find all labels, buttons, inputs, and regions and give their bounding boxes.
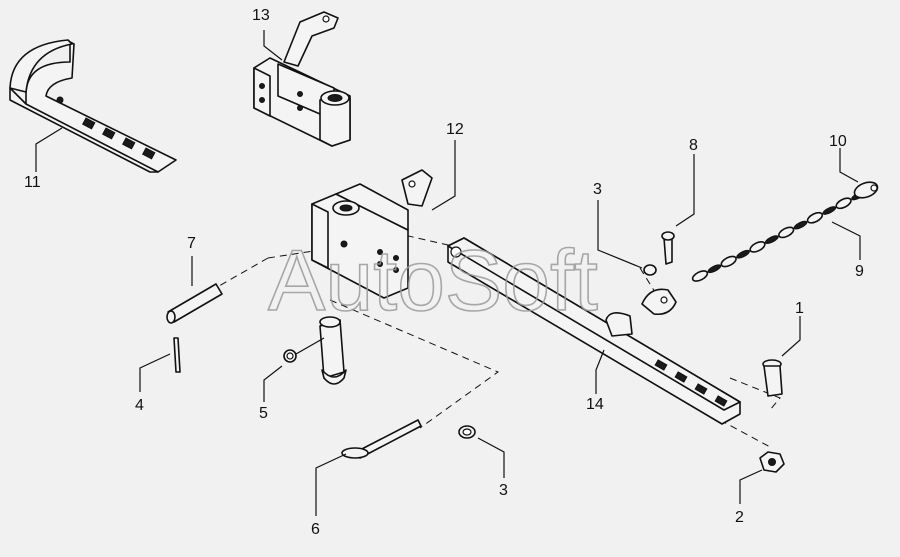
- callout-4: 4: [135, 397, 144, 414]
- part-1-bolt: [762, 359, 783, 397]
- chain-link: [749, 241, 766, 253]
- part-8-clevis-pin: [661, 231, 675, 265]
- callout-5: 5: [259, 405, 268, 422]
- callout-3-lower: 3: [499, 482, 508, 499]
- leader-lines: [35, 30, 861, 516]
- part-9-chain: [691, 191, 865, 282]
- callout-14: 14: [586, 396, 604, 413]
- callout-1: 1: [795, 300, 804, 317]
- callout-11: 11: [24, 174, 41, 191]
- part-7-pin: [166, 283, 223, 324]
- watermark-text: AutoSoft: [268, 233, 598, 329]
- chain-link: [707, 264, 722, 274]
- part-10-chain-hook: [853, 181, 879, 199]
- callout-7: 7: [187, 235, 196, 252]
- callout-9: 9: [855, 263, 864, 280]
- chain-link: [764, 235, 779, 244]
- callout-8: 8: [689, 137, 698, 154]
- part-11-hook-bar: [9, 39, 177, 173]
- callout-10: 10: [829, 133, 847, 150]
- part-14-drawbar: [447, 237, 741, 425]
- callout-3-upper: 3: [593, 181, 602, 198]
- part-3-snap-ring-lower: [458, 425, 476, 439]
- chain-link: [793, 220, 808, 230]
- part-5-drawbar-pin: [283, 316, 347, 385]
- part-3-ring-upper: [643, 264, 657, 276]
- chain-link: [806, 211, 824, 224]
- part-13-hitch-bracket: [253, 11, 351, 147]
- callout-2: 2: [735, 509, 744, 526]
- part-2-nut: [759, 451, 785, 473]
- chain-link: [778, 226, 795, 239]
- chain-link: [720, 255, 737, 268]
- callout-13: 13: [252, 7, 270, 24]
- chain-link: [822, 206, 837, 215]
- shackle: [641, 288, 677, 316]
- part-12-drawbar-frame: [311, 169, 433, 299]
- callout-labels: 11 13 12 7 4 5 6 3 3 8 9 10 1 2 14: [24, 7, 864, 538]
- callout-6: 6: [311, 521, 320, 538]
- part-4-spring-pin: [173, 337, 181, 373]
- chain-link: [691, 270, 709, 282]
- part-6-long-pin: [341, 419, 422, 459]
- chain-link: [736, 249, 750, 259]
- chain-link: [835, 197, 852, 210]
- callout-12: 12: [446, 121, 464, 138]
